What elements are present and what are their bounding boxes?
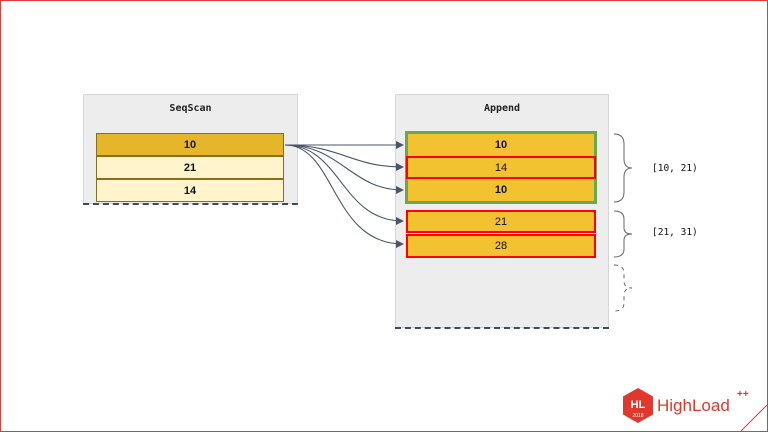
append-row: 10 bbox=[408, 134, 594, 156]
append-row-highlighted: 14 bbox=[406, 156, 596, 179]
logo-text: HighLoad bbox=[657, 396, 730, 415]
append-title: Append bbox=[483, 103, 521, 114]
svg-text:HL: HL bbox=[631, 399, 646, 411]
seqscan-row: 14 bbox=[96, 179, 284, 202]
arrow bbox=[284, 144, 404, 171]
seqscan-row: 21 bbox=[96, 156, 284, 179]
seqscan-dashed-border bbox=[83, 203, 298, 205]
append-dashed-border bbox=[395, 327, 609, 329]
brace-3-dashed bbox=[613, 264, 633, 312]
append-row: 10 bbox=[408, 179, 594, 201]
range-label: [10, 21) bbox=[652, 163, 698, 174]
append-row-highlighted: 21 bbox=[406, 210, 596, 233]
highload-logo: HL 2018 HighLoad ++ bbox=[621, 387, 767, 427]
arrow bbox=[284, 144, 404, 225]
seqscan-title: SeqScan bbox=[169, 103, 212, 114]
append-row-highlighted: 28 bbox=[406, 234, 596, 258]
hl-badge-icon: HL 2018 bbox=[623, 388, 653, 423]
range-label: [21, 31) bbox=[652, 227, 698, 238]
brace-1 bbox=[613, 133, 633, 203]
logo-plus: ++ bbox=[737, 389, 749, 400]
brace-2 bbox=[613, 210, 633, 258]
arrow bbox=[284, 144, 404, 194]
arrow bbox=[284, 144, 404, 248]
svg-text:2018: 2018 bbox=[632, 413, 643, 419]
seqscan-row: 10 bbox=[96, 133, 284, 156]
